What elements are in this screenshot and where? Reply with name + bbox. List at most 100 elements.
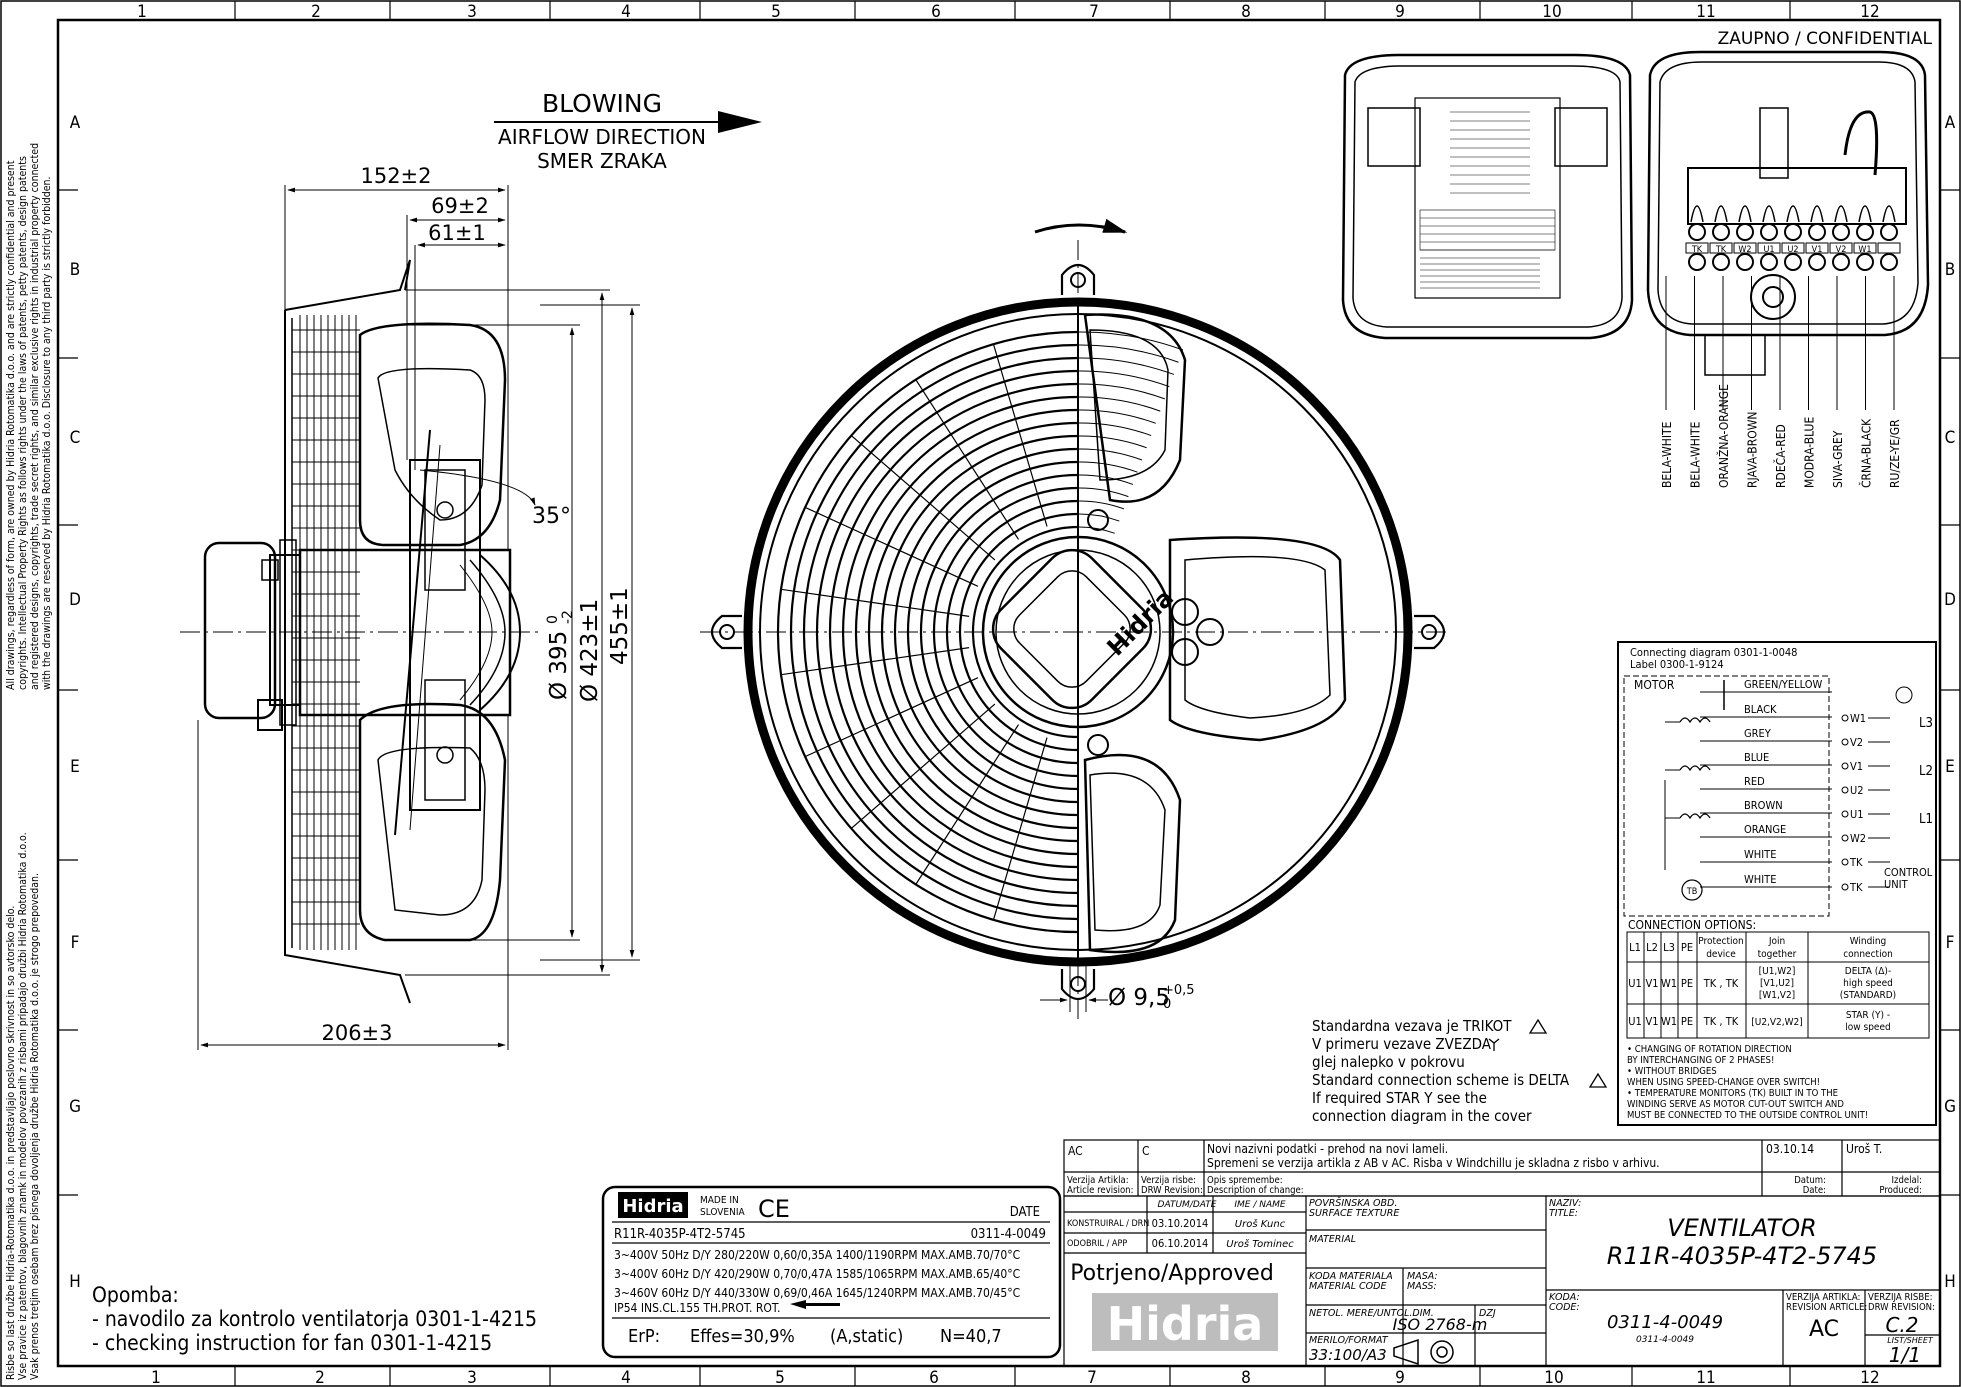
table-cell: PE <box>1681 977 1693 990</box>
sheet-number: 1/1 <box>1889 1343 1921 1367</box>
table-cell: TK , TK <box>1703 1015 1739 1028</box>
guard-ring <box>776 330 1079 934</box>
column-label: 4 <box>621 1368 631 1387</box>
rating-line: 3~460V 60Hz D/Y 440/330W 0,69/0,46A 1645… <box>614 1286 1020 1300</box>
wire-name: WHITE <box>1744 873 1776 886</box>
erp-class: (A,static) <box>830 1326 903 1347</box>
legal-line: All drawings, regardless of form, are ow… <box>5 160 17 690</box>
column-label: 5 <box>775 1368 785 1387</box>
table-cell: [U1,W2] <box>1759 966 1796 977</box>
table-cell: V1 <box>1645 1015 1658 1028</box>
drawing-revision: C.2 <box>1885 1313 1918 1337</box>
terminal-name: V2 <box>1850 736 1863 749</box>
row-label: B <box>70 260 81 280</box>
terminal-screw <box>1712 253 1730 271</box>
wire-color-label: RDEČA-RED <box>1773 424 1788 488</box>
mounting-ear <box>1060 969 1096 1001</box>
nameplate: Hidria MADE IN SLOVENIA CE DATE R11R-403… <box>601 1185 1062 1359</box>
column-label: 2 <box>315 1368 325 1387</box>
article-revision: AC <box>1809 1317 1839 1342</box>
dimension-d395-upper: 0 <box>545 615 561 624</box>
drawing-code: 0311-4-0049 <box>1607 1312 1723 1333</box>
row-label: F <box>1946 933 1955 953</box>
control-label: CONTROL <box>1884 866 1933 879</box>
column-label: 10 <box>1544 1368 1563 1387</box>
hidria-logo <box>1092 1293 1278 1351</box>
dimension-206: 206±3 <box>321 1021 392 1045</box>
guard-ring <box>854 408 1079 856</box>
wire-name: BROWN <box>1744 799 1783 812</box>
terminal-screw <box>1760 253 1778 271</box>
col-together: together <box>1758 949 1797 960</box>
header-label: KODA: <box>1549 1292 1580 1303</box>
column-label: 3 <box>467 2 477 22</box>
header-label: DATUM/DATE <box>1158 1200 1217 1210</box>
column-label: 12 <box>1860 2 1879 22</box>
column-label: 2 <box>311 2 321 22</box>
tolerance-value: ISO 2768-m <box>1393 1315 1488 1334</box>
terminal-name: V1 <box>1850 760 1863 773</box>
guard-ring-edge <box>1077 409 1156 424</box>
guard-ring <box>919 473 1079 791</box>
projection-symbol <box>1393 1338 1454 1366</box>
terminal-dot <box>1841 738 1849 746</box>
terminal-cell <box>1709 242 1733 254</box>
remark-line: - checking instruction for fan 0301-1-42… <box>92 1331 492 1355</box>
dimension-152: 152±2 <box>360 164 431 188</box>
thermal-protector-icon <box>1681 879 1703 901</box>
side-view: 35° 152±2 69±2 61±1 Ø 395 0 -2 Ø 423±1 4… <box>180 164 640 1050</box>
legal-line: Vsak prenos tretjim osebam brez pisnega … <box>29 873 41 1380</box>
guard-ring <box>958 512 1079 752</box>
design-date: 03.10.2014 <box>1152 1217 1209 1230</box>
legal-line: and registered designs, copyrights, trad… <box>29 143 41 690</box>
header-label: Verzija risbe: <box>1141 1175 1196 1186</box>
row-label: E <box>70 757 80 777</box>
wire-name: GREY <box>1744 727 1772 740</box>
wire-name: BLUE <box>1744 751 1769 764</box>
row-label: F <box>71 933 80 953</box>
col-join: Join <box>1768 936 1785 947</box>
terminal-name: TK <box>1849 881 1863 894</box>
coil-icon <box>1679 717 1711 724</box>
column-label: 11 <box>1696 2 1715 22</box>
header-label: DRW Revision: <box>1141 1185 1203 1196</box>
terminal-dot <box>1841 786 1849 794</box>
terminal-label: U2 <box>1787 245 1798 255</box>
guard-ring <box>802 356 1079 908</box>
guard-ring-edge <box>1077 383 1165 400</box>
guard-spoke <box>780 647 970 676</box>
terminal-wire <box>1810 205 1824 223</box>
terminal-wire <box>1690 205 1704 223</box>
table-cell: [W1,V2] <box>1759 990 1795 1001</box>
nameplate-date-label: DATE <box>1010 1205 1040 1220</box>
terminal-screw <box>1832 253 1850 271</box>
table-cell: high speed <box>1843 978 1893 989</box>
approved-label: Potrjeno/Approved <box>1070 1261 1274 1286</box>
smer-zraka-text: SMER ZRAKA <box>537 149 667 173</box>
guard-ring-edge <box>1077 396 1161 412</box>
guard-ring-edge <box>1077 448 1143 461</box>
guard-spoke <box>804 506 979 587</box>
terminal-dot <box>1841 714 1849 722</box>
note-line: • TEMPERATURE MONITORS (TK) BUILT IN TO … <box>1627 1088 1838 1099</box>
ce-mark: CE <box>758 1195 790 1223</box>
column-label: 5 <box>771 2 781 22</box>
terminal-cell <box>1781 242 1805 254</box>
col-pe: PE <box>1681 941 1693 954</box>
column-label: 12 <box>1860 1368 1879 1387</box>
header-label: MATERIAL CODE <box>1309 1281 1386 1292</box>
title-block: DATUM/DATE IME / NAME KONSTRUIRAL / DRN … <box>1063 1195 1941 1367</box>
line-l3: L3 <box>1919 716 1933 731</box>
row-label: H <box>1944 1272 1956 1292</box>
rating-line: 3~400V 60Hz D/Y 420/290W 0,70/0,47A 1585… <box>614 1267 1020 1281</box>
terminal-screw <box>1880 253 1898 271</box>
header-label: TITLE: <box>1549 1208 1578 1219</box>
revision-block: AC C Novi nazivni podatki - prehod na no… <box>1063 1139 1941 1197</box>
coil-icon <box>1679 765 1711 772</box>
guard-spoke <box>780 588 970 617</box>
guard-spoke <box>850 703 996 829</box>
row-label: G <box>1944 1097 1956 1117</box>
